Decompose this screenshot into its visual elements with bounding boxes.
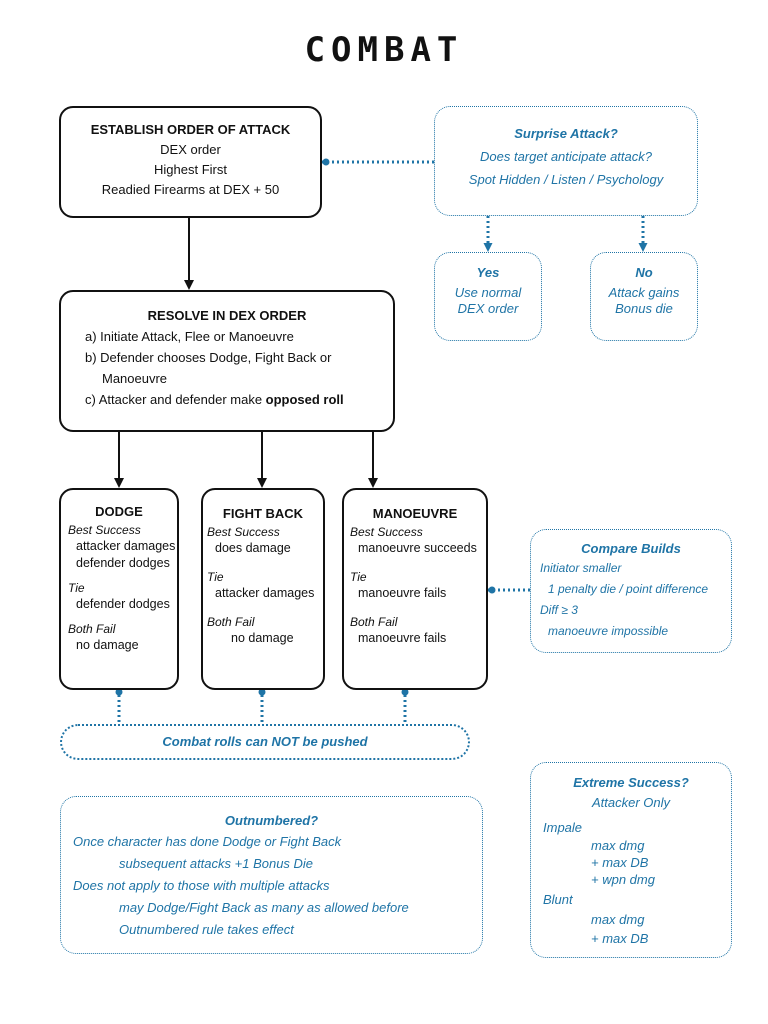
link-dot [115,688,123,696]
outnumbered-line: may Dodge/Fight Back as many as allowed … [119,900,409,915]
not-pushed-text: Combat rolls can NOT be pushed [162,734,368,749]
both-fail-label: Both Fail [207,615,255,629]
not-pushed-banner: Combat rolls can NOT be pushed [60,724,470,760]
resolve-step-b-cont: Manoeuvre [102,371,168,386]
surprise-line: Spot Hidden / Listen / Psychology [468,172,664,187]
surprise-line: Does target anticipate attack? [480,149,652,164]
compare-builds-box: Compare Builds Initiator smaller 1 penal… [530,529,732,653]
blunt-line: max dmg [591,912,645,927]
no-heading: No [635,265,653,280]
best-success-label: Best Success [68,523,141,537]
outcome-text: no damage [76,638,139,652]
outnumbered-line: Does not apply to those with multiple at… [73,878,330,893]
builds-line: Diff ≥ 3 [540,603,578,617]
surprise-heading: Surprise Attack? [514,126,618,141]
fight-back-box: FIGHT BACK Best Success does damage Tie … [201,488,325,690]
outcome-text: manoeuvre fails [358,631,447,645]
link-dot [401,688,409,696]
resolve-heading: RESOLVE IN DEX ORDER [147,308,307,323]
outnumbered-line: Once character has done Dodge or Fight B… [73,834,342,849]
tie-label: Tie [68,581,85,595]
impale-label: Impale [543,820,583,835]
link-dot [488,586,496,594]
page-title: COMBAT [304,30,464,70]
blunt-line: + max DB [591,931,649,946]
resolve-step-a: a) Initiate Attack, Flee or Manoeuvre [85,329,294,344]
dodge-heading: DODGE [95,504,143,519]
surprise-attack-box: Surprise Attack? Does target anticipate … [434,106,698,216]
dodge-box: DODGE Best Success attacker damages defe… [59,488,179,690]
extreme-success-heading: Extreme Success? [573,775,689,790]
outcome-text: defender dodges [76,556,170,570]
establish-line: DEX order [160,142,221,157]
yes-line: Use normal [454,285,522,300]
no-line: Attack gains [608,285,680,300]
best-success-label: Best Success [207,525,280,539]
attacker-only-text: Attacker Only [591,795,671,810]
no-line: Bonus die [615,301,673,316]
establish-heading: ESTABLISH ORDER OF ATTACK [90,122,291,137]
no-box: No Attack gains Bonus die [590,252,698,341]
establish-order-box: ESTABLISH ORDER OF ATTACK DEX order High… [59,106,322,218]
outnumbered-box: Outnumbered? Once character has done Dod… [60,796,483,954]
outcome-text: attacker damages [76,539,176,553]
outcome-text: attacker damages [215,586,315,600]
manoeuvre-heading: MANOEUVRE [372,506,458,521]
best-success-label: Best Success [350,525,423,539]
impale-line: + max DB [591,855,649,870]
yes-line: DEX order [457,301,519,316]
yes-box: Yes Use normal DEX order [434,252,542,341]
both-fail-label: Both Fail [68,622,116,636]
outnumbered-heading: Outnumbered? [224,813,319,828]
builds-line: 1 penalty die / point difference [548,582,709,596]
resolve-step-b: b) Defender chooses Dodge, Fight Back or [85,350,332,365]
fight-back-heading: FIGHT BACK [222,506,304,521]
outcome-text: no damage [231,631,294,645]
establish-line: Highest First [154,162,227,177]
impale-line: + wpn dmg [591,872,655,887]
outcome-text: does damage [215,541,291,555]
establish-line: Readied Firearms at DEX + 50 [101,182,280,197]
builds-line: Initiator smaller [540,561,622,575]
outnumbered-line: Outnumbered rule takes effect [119,922,294,937]
resolve-box: RESOLVE IN DEX ORDER a) Initiate Attack,… [59,290,395,432]
extreme-success-box: Extreme Success? Attacker Only Impale ma… [530,762,732,958]
compare-builds-heading: Compare Builds [581,541,681,556]
builds-line: manoeuvre impossible [548,624,669,638]
outcome-text: manoeuvre succeeds [358,541,477,555]
resolve-step-c: c) Attacker and defender make opposed ro… [85,389,393,410]
impale-line: max dmg [591,838,645,853]
tie-label: Tie [207,570,224,584]
outnumbered-line: subsequent attacks +1 Bonus Die [119,856,314,871]
tie-label: Tie [350,570,367,584]
link-dot [322,158,330,166]
yes-heading: Yes [476,265,500,280]
blunt-label: Blunt [543,892,573,907]
resolve-step-c-text: c) Attacker and defender make [85,392,266,407]
outcome-text: defender dodges [76,597,170,611]
manoeuvre-box: MANOEUVRE Best Success manoeuvre succeed… [342,488,488,690]
outcome-text: manoeuvre fails [358,586,447,600]
opposed-roll-text: opposed roll [265,392,344,407]
both-fail-label: Both Fail [350,615,398,629]
link-dot [258,688,266,696]
